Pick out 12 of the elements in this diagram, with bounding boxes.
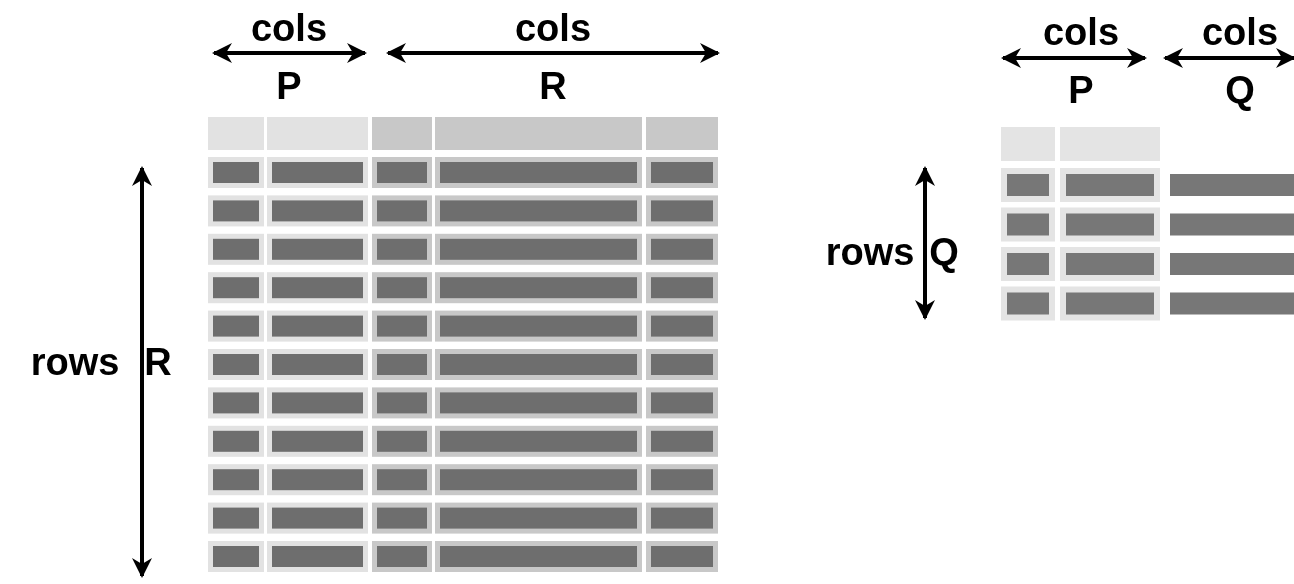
dimension-label: R — [539, 67, 567, 105]
dimension-label: cols — [251, 9, 327, 47]
dimension-label: rows — [825, 233, 915, 271]
dimension-label: R — [144, 343, 172, 381]
dimension-label: P — [1068, 71, 1094, 109]
dimension-label: cols — [515, 9, 591, 47]
dimension-label: rows — [30, 343, 120, 381]
dimension-label: P — [276, 67, 302, 105]
dimension-label: Q — [929, 233, 959, 271]
dimension-label: cols — [1202, 13, 1278, 51]
dimension-label: Q — [1225, 71, 1255, 109]
dimension-label: cols — [1043, 13, 1119, 51]
